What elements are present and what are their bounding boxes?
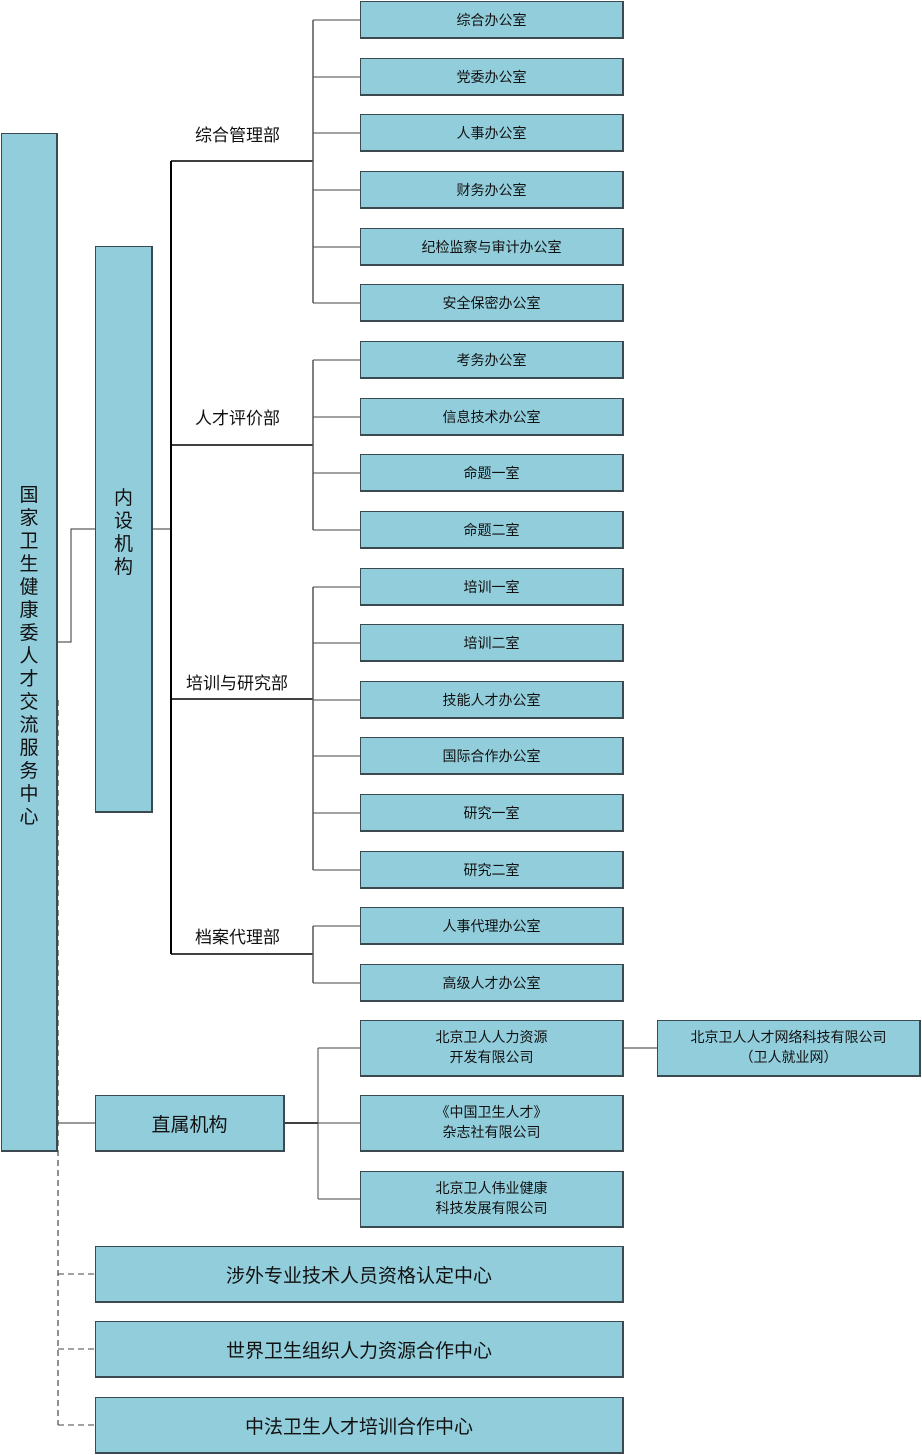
dept-label: 人才评价部 (195, 409, 280, 429)
affiliated-center-box: 中法卫生人才培训合作中心 (95, 1397, 624, 1454)
office-box: 党委办公室 (360, 58, 624, 96)
office-box: 技能人才办公室 (360, 681, 624, 719)
office-box: 研究一室 (360, 794, 624, 832)
office-box: 高级人才办公室 (360, 964, 624, 1002)
subsidiary-box: 北京卫人人才网络科技有限公司 （卫人就业网） (657, 1020, 921, 1077)
office-box: 命题一室 (360, 454, 624, 492)
office-box: 安全保密办公室 (360, 284, 624, 322)
office-box: 培训二室 (360, 624, 624, 662)
connector-root-internal (57, 528, 95, 643)
office-box: 考务办公室 (360, 341, 624, 379)
dept-label: 培训与研究部 (186, 674, 288, 694)
root-org-label: 国家卫生健康委人才交流服务中心 (19, 484, 39, 828)
company-box: 北京卫人伟业健康 科技发展有限公司 (360, 1171, 624, 1228)
office-box: 财务办公室 (360, 171, 624, 209)
dept-label: 档案代理部 (195, 928, 280, 948)
office-box: 命题二室 (360, 511, 624, 549)
office-box: 培训一室 (360, 568, 624, 606)
office-box: 纪检监察与审计办公室 (360, 228, 624, 266)
affiliated-center-box: 涉外专业技术人员资格认定中心 (95, 1246, 624, 1303)
dept-label: 综合管理部 (195, 126, 280, 146)
direct-org-box: 直属机构 (95, 1095, 285, 1152)
office-box: 研究二室 (360, 851, 624, 889)
internal-structure-label: 内设机构 (113, 487, 133, 578)
internal-structure-box: 内设机构 (95, 246, 153, 813)
office-box: 人事代理办公室 (360, 907, 624, 945)
office-box: 综合办公室 (360, 1, 624, 39)
office-box: 信息技术办公室 (360, 398, 624, 436)
affiliated-center-box: 世界卫生组织人力资源合作中心 (95, 1321, 624, 1378)
root-org-box: 国家卫生健康委人才交流服务中心 (1, 133, 58, 1152)
company-box: 《中国卫生人才》 杂志社有限公司 (360, 1095, 624, 1152)
company-box: 北京卫人人力资源 开发有限公司 (360, 1020, 624, 1077)
office-box: 国际合作办公室 (360, 737, 624, 775)
office-box: 人事办公室 (360, 114, 624, 152)
